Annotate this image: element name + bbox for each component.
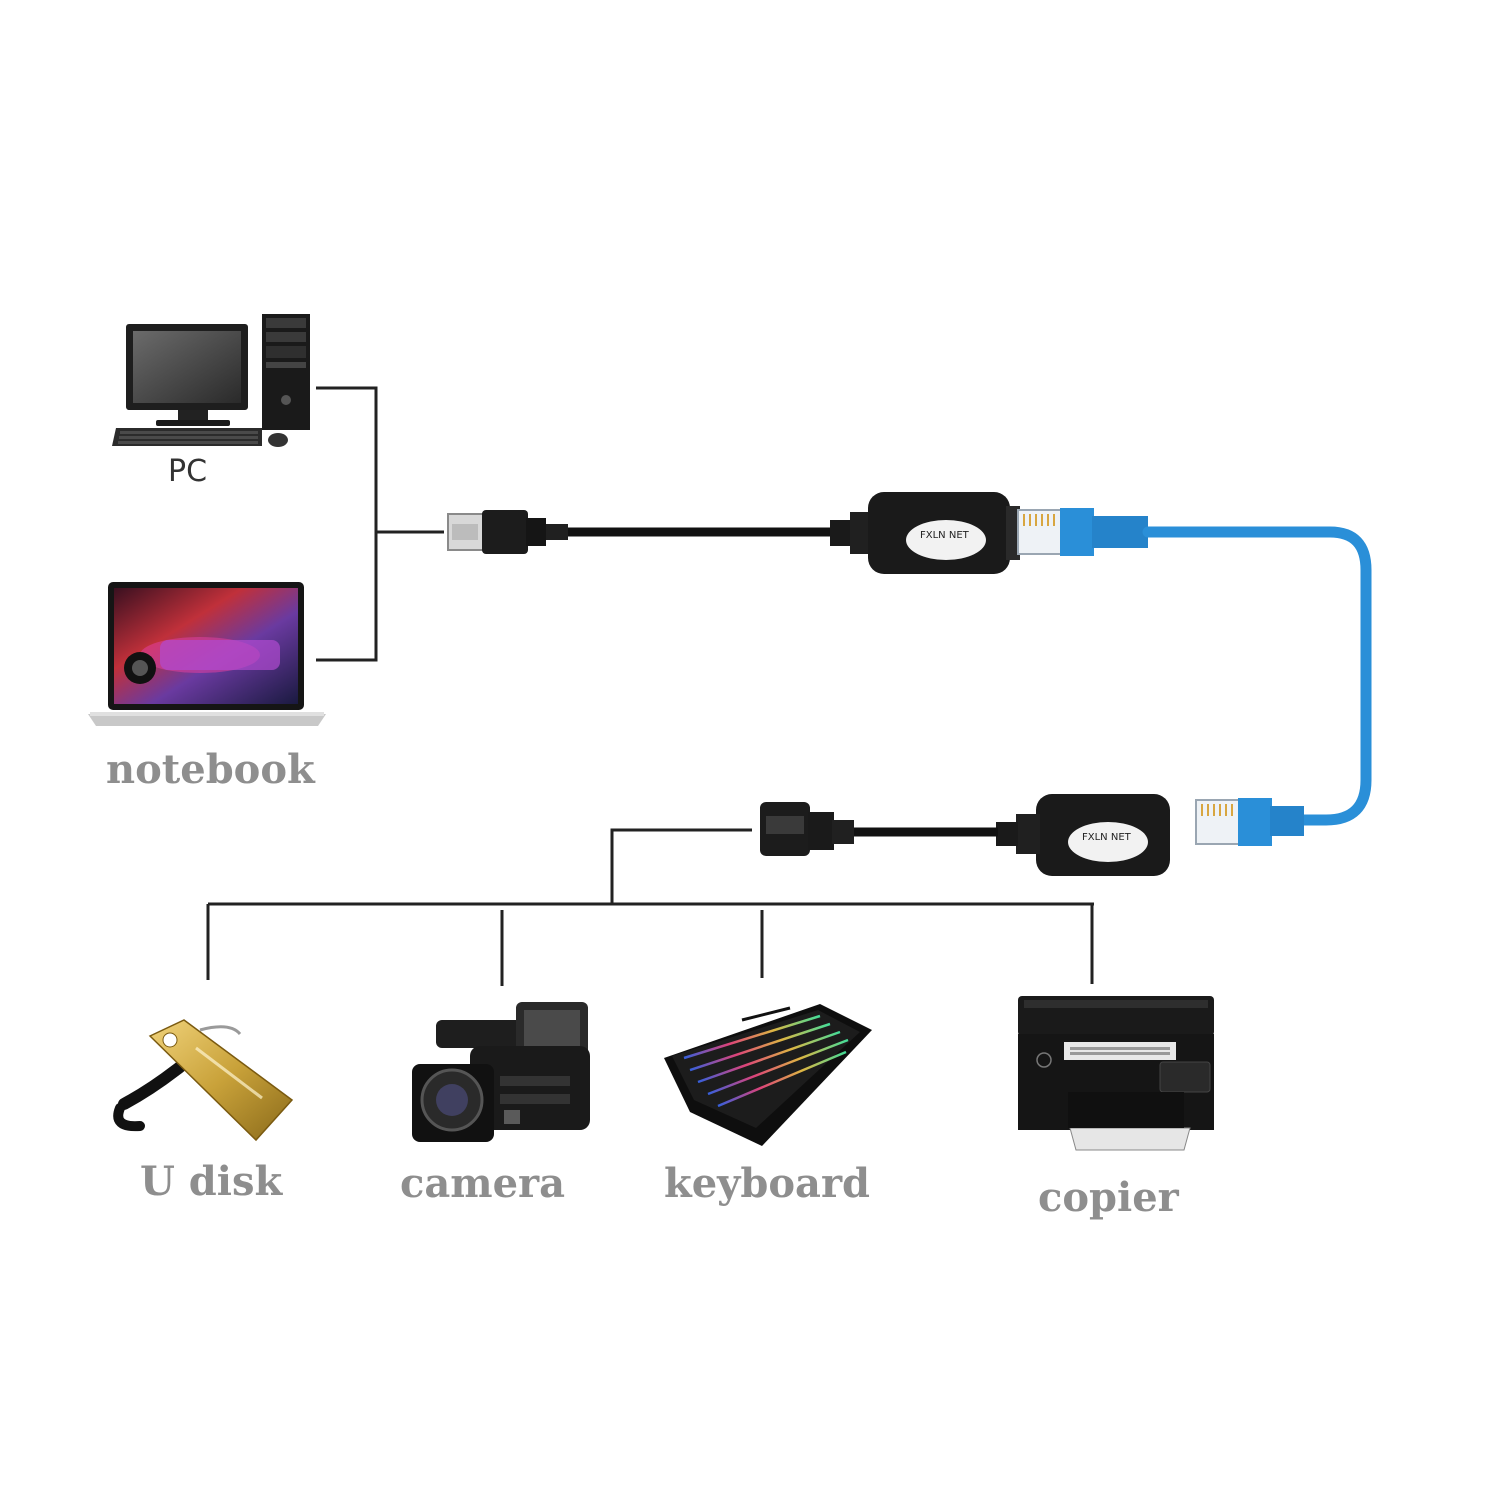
ethernet-cable-blue	[1142, 526, 1372, 826]
copier-icon	[1018, 996, 1214, 1151]
source-bracket-lines	[316, 386, 444, 662]
camera-icon	[412, 1002, 590, 1142]
pc-label: PC	[168, 454, 208, 489]
sender-module	[830, 492, 1020, 574]
notebook-icon	[88, 582, 326, 726]
receiver-badge-text: FXLN NET	[1082, 832, 1131, 843]
receiver-module	[996, 794, 1170, 876]
u-disk-icon	[113, 1019, 294, 1142]
device-label-u-disk: U disk	[140, 1158, 283, 1205]
device-tree-lines	[206, 828, 1094, 986]
sender-rj45-plug	[1017, 508, 1148, 556]
device-label-copier: copier	[1038, 1174, 1179, 1221]
receiver-rj45-plug	[1195, 798, 1304, 846]
usb-a-female-socket	[760, 802, 854, 856]
notebook-label: notebook	[106, 746, 315, 793]
keyboard-icon	[664, 1004, 872, 1146]
sender-badge-text: FXLN NET	[920, 530, 969, 541]
device-label-camera: camera	[400, 1160, 566, 1207]
usb-a-plug	[447, 510, 568, 554]
pc-icon	[112, 314, 310, 447]
device-label-keyboard: keyboard	[664, 1160, 871, 1207]
